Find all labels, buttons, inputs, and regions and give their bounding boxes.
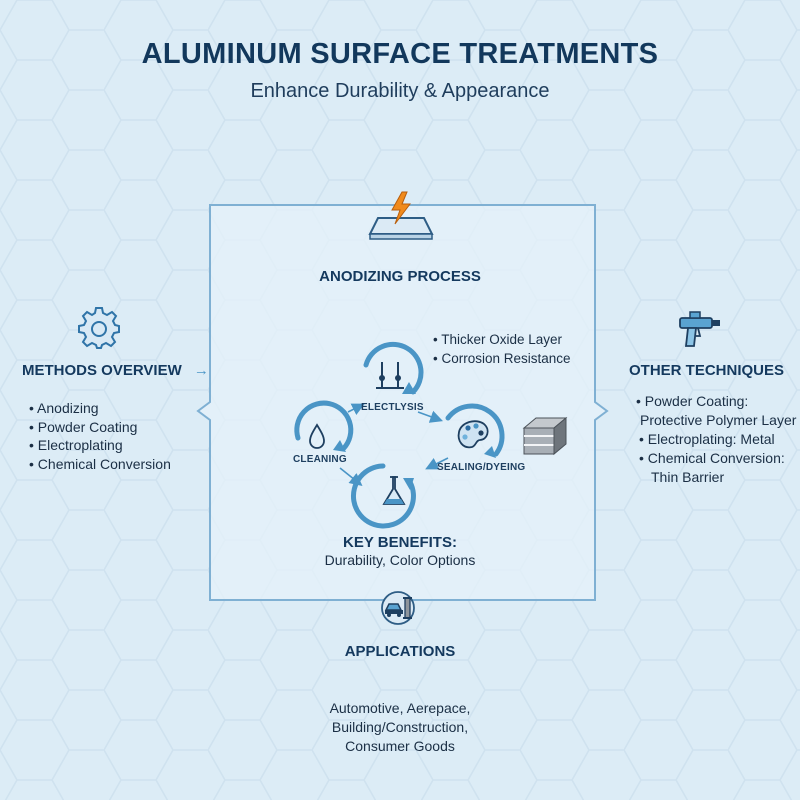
key-benefits-text: Durability, Color Options [324, 552, 476, 568]
technique-item: • Chemical Conversion: [639, 449, 796, 468]
applications-list: Automotive, Aerepace, Building/Construct… [250, 699, 550, 756]
feature-item: Thicker Oxide Layer [433, 331, 571, 350]
technique-line: Chemical Conversion: [647, 450, 785, 466]
other-techniques-list: • Powder Coating: Protective Polymer Lay… [636, 392, 796, 487]
application-line: Automotive, Aerepace, [329, 700, 471, 716]
application-line: Building/Construction, [331, 719, 469, 735]
spray-gun-icon [679, 311, 720, 347]
methods-list: Anodizing Powder Coating Electroplating … [29, 399, 171, 473]
page-title: ALUMINUM SURFACE TREATMENTS [141, 38, 659, 70]
palette-icon [445, 403, 505, 458]
lightning-plate-icon [368, 191, 434, 240]
step-cleaning: CLEANING [293, 454, 347, 465]
bullet: • [639, 450, 648, 466]
application-line: Consumer Goods [345, 738, 455, 754]
method-item: Chemical Conversion [29, 455, 171, 474]
gear-icon [78, 307, 120, 349]
technique-detail: Thin Barrier [651, 469, 725, 485]
other-techniques-title: OTHER TECHNIQUES [629, 362, 785, 379]
technique-detail: Protective Polymer Layer [640, 412, 797, 428]
bullet: • [639, 431, 648, 447]
layered-block-icon [522, 416, 568, 456]
flask-icon [351, 463, 416, 529]
technique-line: Powder Coating: [644, 393, 749, 409]
car-beam-icon [381, 591, 415, 625]
electrodes-icon [363, 341, 424, 395]
applications-title: APPLICATIONS [344, 643, 456, 660]
method-item: Electroplating [29, 436, 171, 455]
methods-overview-title: METHODS OVERVIEW → [22, 362, 209, 379]
anodizing-features: Thicker Oxide Layer Corrosion Resistance [433, 331, 571, 369]
anodizing-process-title: ANODIZING PROCESS [319, 268, 481, 285]
feature-item: Corrosion Resistance [433, 350, 570, 369]
key-benefits-title: KEY BENEFITS: [343, 534, 457, 551]
method-item: Powder Coating [29, 418, 171, 437]
method-item: Anodizing [29, 399, 171, 418]
arrow-right-icon: → [193, 362, 209, 379]
technique-line: Electroplating: Metal [647, 431, 775, 447]
technique-item: • Electroplating: Metal [639, 430, 796, 449]
bullet: • [636, 393, 645, 409]
step-electrolysis: ELECTLYSIS [361, 402, 424, 413]
methods-overview-label: METHODS OVERVIEW [22, 362, 182, 379]
step-sealing-dyeing: SEALING/DYEING [437, 462, 526, 473]
technique-item: • Powder Coating: [636, 392, 796, 411]
page-subtitle: Enhance Durability & Appearance [250, 80, 550, 102]
droplet-icon [294, 400, 354, 452]
